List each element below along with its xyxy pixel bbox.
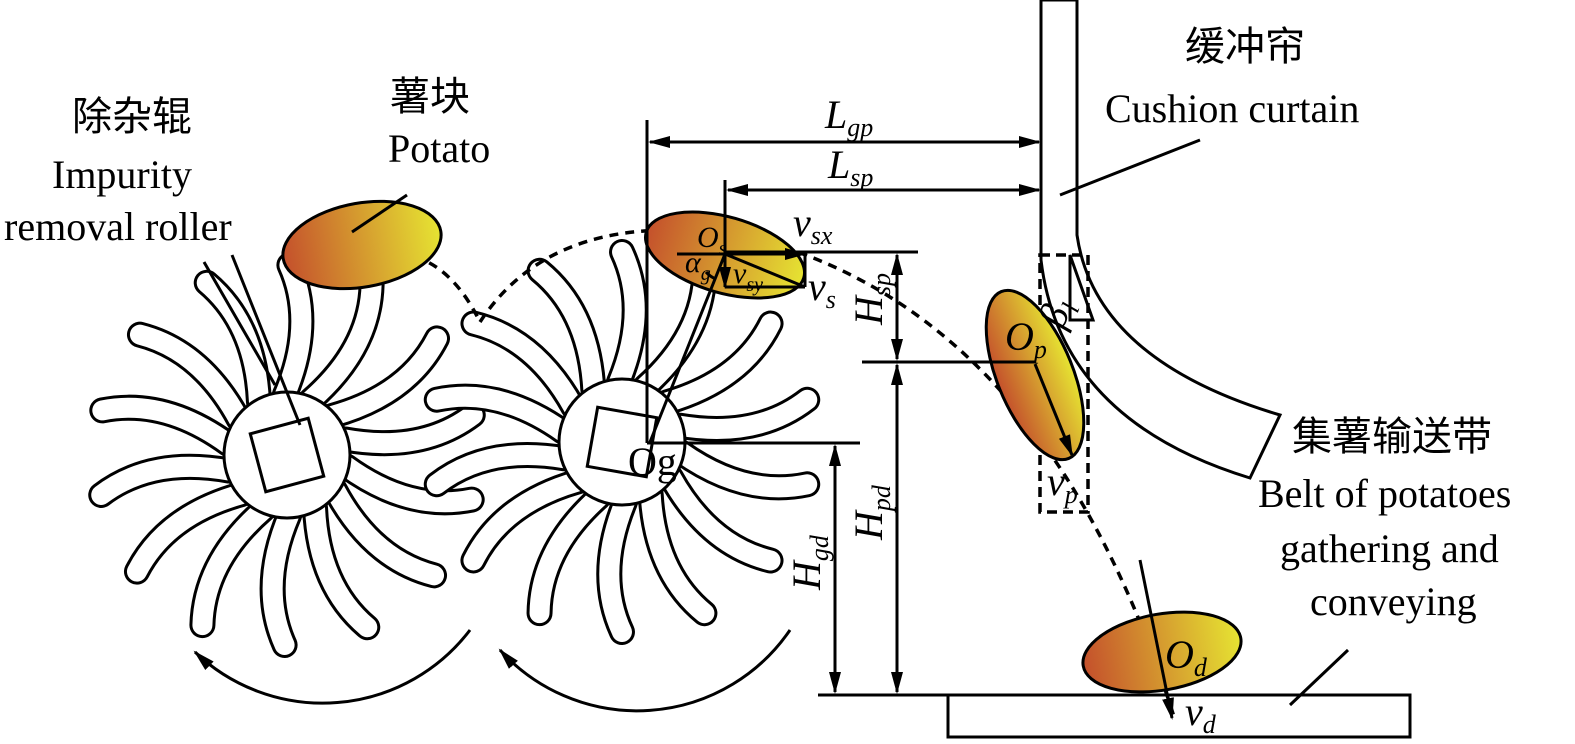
symbol-vd: vd [1185, 689, 1217, 739]
roller-hub [222, 390, 352, 520]
roller-blade [322, 328, 448, 426]
velocity-vectors [202, 138, 1350, 720]
potato-op [984, 288, 1086, 462]
roller-blade [599, 491, 635, 642]
roller-label-cn: 除杂辊 [72, 94, 192, 139]
roller-blade [609, 242, 645, 393]
roller-blade [305, 498, 378, 638]
potato-od [1081, 610, 1243, 694]
curtain-label-cn: 缓冲帘 [1185, 24, 1305, 69]
symbol-hgd: Hgd [784, 534, 834, 591]
roller-blade [660, 467, 781, 571]
symbol-vs: vs [808, 264, 836, 314]
roller-blade [529, 487, 609, 624]
roller-blade [335, 456, 482, 513]
roller-blade [334, 405, 483, 454]
roller-blade [192, 499, 274, 636]
belt-label-cn: 集薯输送带 [1292, 414, 1492, 459]
symbol-os: Os [697, 221, 727, 260]
roller-blade [463, 313, 584, 417]
belt-label-en2: gathering and [1280, 526, 1499, 571]
roller-blade [463, 471, 588, 571]
roller-blade [426, 386, 573, 442]
symbol-vsy: vsy [733, 257, 763, 296]
potato-label-en: Potato [388, 126, 490, 171]
belt-label-en1: Belt of potatoes [1258, 471, 1511, 516]
roller-blade [92, 397, 239, 454]
symbol-od: Od [1165, 632, 1208, 682]
roller-2 [423, 239, 821, 645]
symbol-lsp: Lsp [827, 142, 873, 192]
rotation-arrow-2 [498, 629, 792, 713]
og-label: Og [628, 439, 677, 484]
symbol-hpd: Hpd [846, 484, 896, 541]
roller-blade [640, 484, 715, 624]
roller-blade [129, 324, 249, 430]
roller-label-en1: Impurity [52, 152, 192, 197]
symbol-vp: vp [1047, 459, 1078, 509]
roller-blade [262, 504, 300, 655]
roller-blade [91, 456, 240, 505]
symbol-alpha: αg [685, 246, 711, 285]
conveyor-belt [946, 693, 1412, 739]
roller-blade [426, 445, 575, 495]
roller-blade [126, 484, 252, 582]
potato-initial [281, 199, 443, 291]
symbol-vsx: vsx [793, 200, 833, 250]
roller-shaft [248, 416, 326, 494]
roller-blade [529, 260, 604, 400]
roller-blade [656, 313, 781, 413]
roller-label-en2: removal roller [4, 204, 232, 249]
belt-label-en3: conveying [1310, 579, 1477, 624]
roller-blade [300, 274, 382, 411]
potato-label-cn: 薯块 [390, 74, 470, 119]
roller-blade [671, 442, 818, 498]
cushion-curtain [1039, 0, 1283, 480]
roller-blade [669, 389, 818, 439]
symbol-lgp: Lgp [824, 92, 873, 142]
curtain-label-en: Cushion curtain [1105, 86, 1359, 131]
symbol-op: Op [1005, 314, 1047, 364]
rotation-arrow-1 [193, 629, 472, 705]
roller-1 [88, 252, 486, 658]
roller-blade [274, 255, 312, 406]
roller-blade [325, 480, 445, 586]
symbol-hsp: Hsp [846, 273, 896, 326]
roller-shaft [585, 405, 659, 479]
impurity-removal-rollers [88, 239, 821, 658]
dimension-lines [645, 120, 1041, 694]
